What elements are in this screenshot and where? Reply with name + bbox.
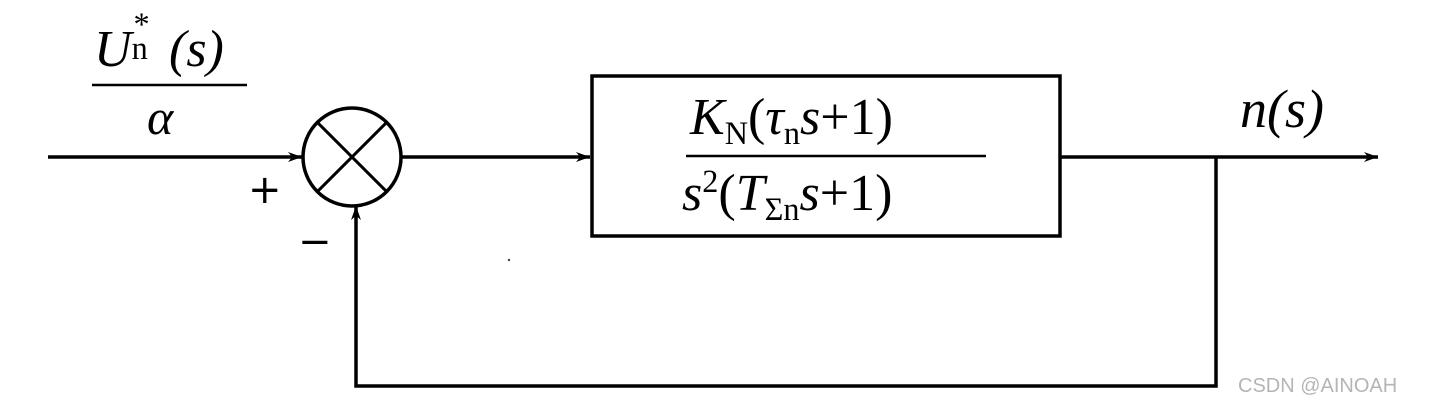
plus-sign: + <box>248 167 282 213</box>
den-open-paren: ( <box>718 165 736 222</box>
tau-subscript: n <box>783 115 801 152</box>
input-numerator: U*n(s) <box>94 8 224 78</box>
input-sup-sub: *n <box>131 8 169 66</box>
den-T: T <box>735 165 765 222</box>
den-s: s <box>682 165 703 222</box>
output-label: n(s) <box>1240 82 1324 136</box>
output-var: n <box>1240 79 1267 139</box>
input-sub: n <box>131 29 148 66</box>
num-plus-one: +1) <box>820 89 893 146</box>
transfer-function-numerator: KN(τns+1) <box>690 89 893 150</box>
den-T-subscript: Σn <box>764 191 800 228</box>
stray-dot <box>507 258 511 262</box>
gain-symbol: K <box>690 89 725 146</box>
gain-subscript: N <box>724 115 748 152</box>
watermark-text: CSDN @AINOAH <box>1238 375 1398 397</box>
transfer-function-denominator: s2(TΣns+1) <box>682 165 893 225</box>
input-sup: * <box>133 6 150 43</box>
input-denominator: α <box>147 89 174 145</box>
feedback-path <box>351 157 1218 388</box>
den-plus-one: +1) <box>819 165 893 222</box>
den-superscript: 2 <box>702 163 719 200</box>
num-open-paren: ( <box>747 89 766 146</box>
input-var: U <box>94 21 132 78</box>
output-arg: (s) <box>1267 79 1324 139</box>
minus-sign: − <box>298 219 332 265</box>
summing-junction <box>301 106 403 208</box>
input-arg: (s) <box>169 21 224 78</box>
tau-symbol: τ <box>765 89 784 146</box>
summing-junction-cross-b <box>316 121 388 193</box>
den-s2: s <box>799 165 820 222</box>
num-s: s <box>800 89 821 146</box>
